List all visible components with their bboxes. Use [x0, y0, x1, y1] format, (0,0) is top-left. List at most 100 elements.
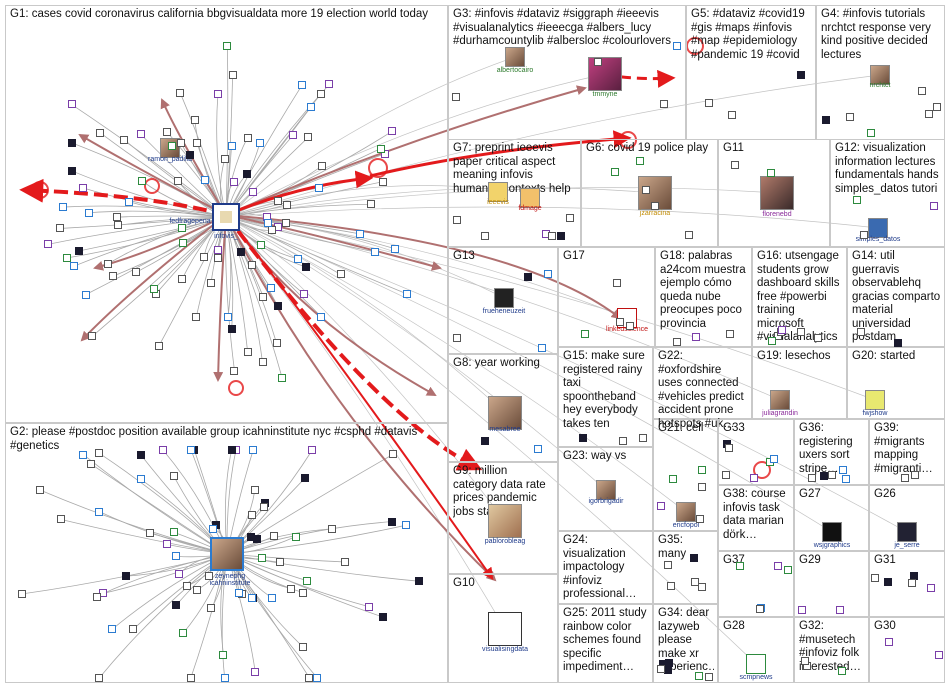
network-node[interactable]	[917, 87, 926, 96]
network-node[interactable]	[109, 272, 118, 281]
network-node[interactable]	[219, 651, 228, 660]
network-node[interactable]	[172, 601, 181, 610]
network-node[interactable]	[814, 333, 823, 342]
network-node[interactable]	[258, 554, 267, 563]
hub-node-infovis[interactable]	[212, 203, 240, 231]
network-node[interactable]	[255, 139, 264, 148]
network-node[interactable]	[235, 588, 244, 597]
network-node[interactable]	[95, 449, 104, 458]
network-node[interactable]	[270, 532, 279, 541]
network-node[interactable]	[68, 139, 77, 148]
network-node[interactable]	[556, 231, 565, 240]
network-node[interactable]	[846, 112, 855, 121]
network-node[interactable]	[299, 643, 308, 652]
network-node[interactable]	[175, 569, 184, 578]
network-node[interactable]	[325, 80, 334, 89]
network-node[interactable]	[544, 269, 553, 278]
network-node[interactable]	[668, 475, 677, 484]
network-node[interactable]	[694, 672, 703, 681]
network-node[interactable]	[193, 138, 202, 147]
network-node[interactable]	[581, 329, 590, 338]
network-node[interactable]	[95, 674, 104, 682]
user-avatar-juliagrandin[interactable]	[770, 390, 790, 410]
network-node[interactable]	[355, 229, 364, 238]
network-node[interactable]	[178, 629, 187, 638]
network-node[interactable]	[725, 444, 734, 453]
user-avatar-pablorobleag[interactable]	[488, 504, 522, 538]
network-node[interactable]	[267, 594, 276, 603]
network-node[interactable]	[230, 177, 239, 186]
network-node[interactable]	[314, 184, 323, 193]
network-node[interactable]	[220, 154, 229, 163]
network-node[interactable]	[807, 473, 816, 482]
network-node[interactable]	[274, 196, 283, 205]
network-node[interactable]	[548, 231, 557, 240]
network-node[interactable]	[867, 128, 876, 137]
network-node[interactable]	[104, 259, 113, 268]
network-node[interactable]	[305, 674, 314, 682]
user-avatar-albertocairo[interactable]	[505, 47, 525, 67]
network-node[interactable]	[79, 184, 88, 193]
network-node[interactable]	[268, 225, 277, 234]
network-node[interactable]	[124, 197, 133, 206]
network-node[interactable]	[302, 263, 311, 272]
network-node[interactable]	[367, 200, 376, 209]
network-node[interactable]	[137, 176, 146, 185]
network-node[interactable]	[114, 221, 123, 230]
network-node[interactable]	[704, 99, 713, 108]
network-node[interactable]	[243, 133, 252, 142]
network-node[interactable]	[801, 657, 810, 666]
network-node[interactable]	[901, 473, 910, 482]
network-node[interactable]	[249, 446, 258, 454]
network-node[interactable]	[696, 515, 705, 524]
user-avatar-wsjgraphics[interactable]	[822, 522, 842, 542]
network-node[interactable]	[697, 482, 706, 491]
network-node[interactable]	[207, 604, 216, 613]
network-node[interactable]	[223, 41, 232, 50]
network-node[interactable]	[300, 290, 309, 299]
network-node[interactable]	[777, 326, 786, 335]
network-node[interactable]	[136, 130, 145, 139]
network-node[interactable]	[200, 175, 209, 184]
network-node[interactable]	[927, 584, 936, 593]
network-node[interactable]	[75, 246, 84, 255]
network-node[interactable]	[260, 503, 269, 512]
network-node[interactable]	[370, 247, 379, 256]
network-node[interactable]	[169, 472, 178, 481]
user-avatar-ericfopol[interactable]	[676, 502, 696, 522]
network-node[interactable]	[593, 57, 602, 66]
network-node[interactable]	[773, 561, 782, 570]
network-node[interactable]	[657, 664, 666, 673]
network-node[interactable]	[67, 100, 76, 109]
network-node[interactable]	[534, 445, 542, 454]
network-node[interactable]	[317, 312, 326, 321]
network-node[interactable]	[96, 128, 105, 137]
network-node[interactable]	[871, 574, 880, 583]
network-node[interactable]	[113, 213, 122, 222]
network-node[interactable]	[253, 534, 262, 543]
network-node[interactable]	[379, 177, 388, 186]
network-node[interactable]	[691, 332, 700, 341]
network-node[interactable]	[303, 576, 312, 585]
network-node[interactable]	[626, 321, 635, 330]
network-node[interactable]	[230, 366, 239, 375]
network-node[interactable]	[730, 161, 739, 170]
network-node[interactable]	[524, 273, 533, 282]
network-node[interactable]	[894, 338, 903, 347]
network-node[interactable]	[273, 301, 282, 310]
network-node[interactable]	[452, 333, 461, 342]
user-avatar-simples-datos[interactable]	[868, 218, 888, 238]
network-node[interactable]	[659, 100, 668, 109]
network-node[interactable]	[266, 284, 275, 293]
network-node[interactable]	[796, 70, 805, 79]
network-node[interactable]	[294, 255, 303, 263]
network-node[interactable]	[735, 561, 744, 570]
network-node[interactable]	[287, 584, 296, 593]
network-node[interactable]	[663, 560, 672, 569]
network-node[interactable]	[85, 208, 94, 217]
network-node[interactable]	[933, 102, 942, 111]
network-node[interactable]	[934, 650, 943, 659]
network-node[interactable]	[697, 466, 706, 475]
network-node[interactable]	[673, 42, 682, 51]
network-node[interactable]	[616, 317, 625, 326]
